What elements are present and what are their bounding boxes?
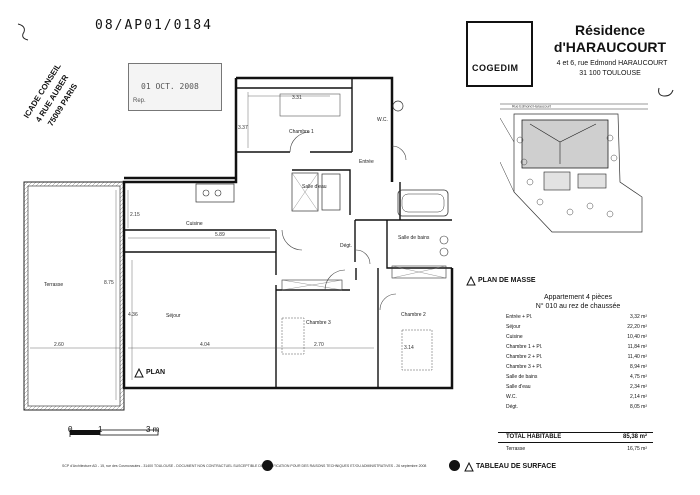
scale-tick: 3 m — [146, 425, 160, 434]
residence-line2: d'HARAUCOURT — [553, 39, 667, 55]
site-plan: Rue Edmond Haraucourt — [500, 103, 648, 233]
room-label: Chambre 2 — [401, 312, 426, 318]
dimension-label: 4.04 — [200, 342, 210, 348]
address-line1: 4 et 6, rue Edmond HARAUCOURT — [556, 60, 668, 67]
scale-tick: 1 — [98, 425, 103, 434]
tableau-surface-label: TABLEAU DE SURFACE — [476, 463, 556, 470]
table-row: Chambre 1 + Pl.11,84 m² — [506, 344, 647, 350]
corner-scribble-icon — [17, 23, 29, 41]
punch-hole-icon — [449, 460, 460, 471]
room-label: Cuisine — [186, 221, 203, 227]
punch-hole-icon — [262, 460, 273, 471]
room-label: Terrasse — [44, 282, 64, 288]
date-stamp-date: 01 OCT. 2008 — [141, 82, 199, 91]
reference-number: 08/AP01/0184 — [95, 18, 213, 33]
dimension-label: 5.89 — [215, 232, 225, 238]
dimension-label: 3.31 — [292, 95, 302, 101]
room-label: Chambre 1 — [289, 129, 314, 135]
apartment-number: N° 010 au rez de chaussée — [535, 303, 621, 310]
room-label: W.C. — [377, 117, 388, 123]
table-row: Chambre 2 + Pl.11,40 m² — [506, 354, 647, 360]
room-label: Séjour — [166, 313, 181, 319]
terrasse-value: 16,75 m² — [627, 446, 647, 452]
cogedim-logo: COGEDIM — [466, 21, 533, 87]
footer-disclaimer: SCP d'Architecture AD - 15, rue des Cosm… — [62, 464, 427, 468]
corner-scribble-icon — [658, 87, 674, 97]
table-row: W.C.2,14 m² — [506, 394, 647, 400]
logo-text: COGEDIM — [472, 63, 519, 73]
residence-title: Résidence d'HARAUCOURT — [540, 22, 680, 56]
warning-triangle-icon — [134, 368, 144, 378]
date-stamp: 01 OCT. 2008 Rep. — [128, 63, 222, 111]
total-value: 85,38 m² — [622, 434, 647, 440]
dimension-label: 2.60 — [54, 342, 64, 348]
date-stamp-ref: Rep. — [133, 98, 146, 104]
apartment-title: Appartement 4 pièces N° 010 au rez de ch… — [498, 293, 658, 311]
street-label: Rue Edmond Haraucourt — [512, 105, 551, 109]
address-line2: 31 100 TOULOUSE — [579, 70, 641, 77]
dimension-label: 8.75 — [104, 280, 114, 286]
scale-bar — [69, 428, 159, 437]
plan-label: PLAN — [146, 369, 166, 376]
warning-triangle-icon — [464, 462, 474, 472]
warning-triangle-icon — [466, 276, 476, 286]
terrasse-label: Terrasse — [506, 446, 526, 452]
room-label: Dégt. — [340, 243, 352, 249]
total-habitable-row: TOTAL HABITABLE 85,38 m² — [498, 432, 653, 443]
dimension-label: 3.14 — [404, 345, 414, 351]
residence-line1: Résidence — [574, 22, 646, 38]
floor-plan — [23, 76, 454, 411]
room-label: Salle d'eau — [302, 184, 327, 190]
dimension-label: 4.36 — [128, 312, 138, 318]
scale-tick: 0 — [68, 425, 73, 434]
terrasse-row: Terrasse 16,75 m² — [498, 444, 653, 453]
room-label: Salle de bains — [398, 235, 430, 241]
dimension-label: 2.15 — [130, 212, 140, 218]
room-label: Chambre 3 — [306, 320, 331, 326]
table-row: Chambre 3 + Pl.8,94 m² — [506, 364, 647, 370]
plan-masse-label: PLAN DE MASSE — [478, 277, 536, 284]
apartment-type: Appartement 4 pièces — [543, 294, 613, 301]
dimension-label: 2.70 — [314, 342, 324, 348]
table-row: Dégt.8,05 m² — [506, 404, 647, 410]
dimension-label: 3.37 — [238, 125, 248, 131]
room-label: Entrée — [359, 159, 374, 165]
total-label: TOTAL HABITABLE — [506, 434, 562, 440]
table-row: Entrée + Pl.3,32 m² — [506, 314, 647, 320]
